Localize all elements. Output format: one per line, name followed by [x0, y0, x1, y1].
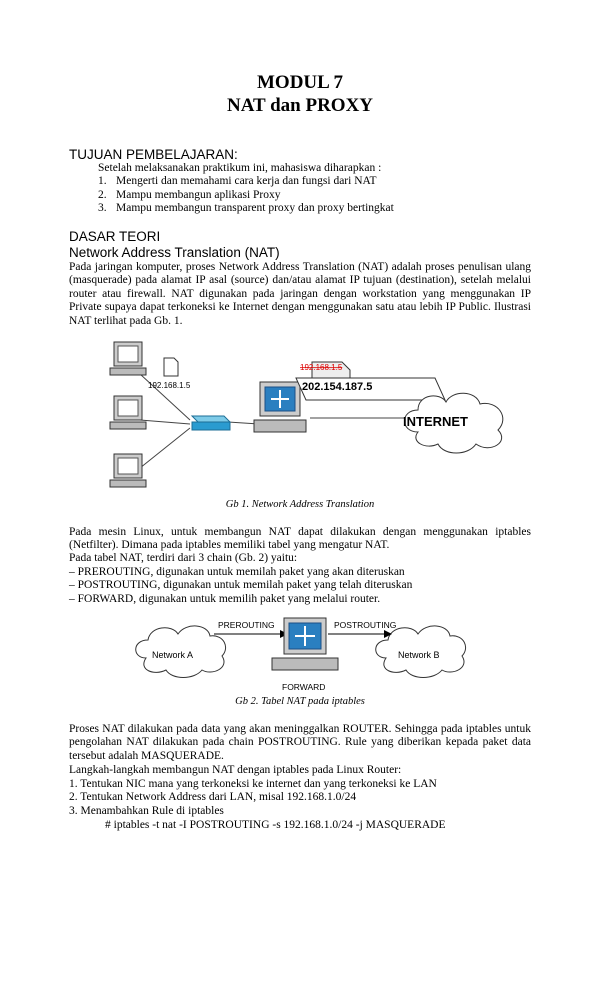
module-subtitle: NAT dan PROXY — [226, 95, 374, 116]
list-item-number: 3. — [98, 202, 107, 214]
router-icon — [271, 617, 339, 671]
iptables-command: # iptables -t nat -I POSTROUTING -s 192.… — [105, 819, 446, 831]
packet-icon — [163, 357, 179, 377]
arrow-postrouting — [328, 630, 392, 638]
list-item: – POSTROUTING, digunakan untuk memilah p… — [69, 579, 413, 591]
list-item: 2. Tentukan Network Address dari LAN, mi… — [69, 791, 357, 803]
packet-header — [295, 361, 446, 401]
list-item: – FORWARD, digunakan untuk memilih paket… — [69, 593, 381, 605]
iptables-diagram: Network A Network B PREROUTING POSTROUTI… — [135, 617, 466, 692]
network-b-cloud — [375, 625, 466, 678]
workstation-1 — [109, 341, 147, 376]
chains-intro: Pada tabel NAT, terdiri dari 3 chain (Gb… — [69, 552, 298, 564]
tujuan-intro: Setelah melaksanakan praktikum ini, maha… — [98, 162, 382, 174]
list-item-number: 1. — [98, 175, 107, 187]
router-icon — [253, 381, 307, 433]
forward-label: FORWARD — [282, 682, 325, 692]
workstation-2 — [109, 395, 147, 430]
prerouting-label: PREROUTING — [218, 620, 275, 630]
arrow-prerouting — [214, 630, 288, 638]
nat-diagram: 192.168.1.5 192.168.1.5 202.154.187.5 IN… — [109, 341, 504, 488]
list-item-number: 2. — [98, 189, 107, 201]
internet-cloud — [404, 392, 504, 454]
steps-intro: Langkah-langkah membangun NAT dengan ipt… — [69, 764, 402, 776]
list-item: 1. Tentukan NIC mana yang terkoneksi ke … — [69, 778, 437, 790]
tujuan-heading: TUJUAN PEMBELAJARAN: — [69, 147, 238, 162]
module-title: MODUL 7 — [256, 72, 344, 93]
list-item: Mengerti dan memahami cara kerja dan fun… — [116, 175, 377, 187]
private-ip-label: 192.168.1.5 — [148, 381, 191, 390]
public-ip-label: 202.154.187.5 — [302, 381, 372, 393]
workstation-3 — [109, 453, 147, 488]
dasar-heading: DASAR TEORI — [69, 229, 161, 244]
fig2-caption: Gb 2. Tabel NAT pada iptables — [235, 696, 365, 707]
nat-subheading: Network Address Translation (NAT) — [69, 245, 280, 260]
list-item: – PREROUTING, digunakan untuk memilah pa… — [69, 566, 405, 578]
fig1-caption: Gb 1. Network Address Translation — [225, 499, 375, 510]
nat-paragraph: Pada jaringan komputer, proses Network A… — [69, 261, 531, 327]
network-a-cloud — [135, 625, 226, 678]
network-a-label: Network A — [152, 650, 193, 660]
switch-icon — [190, 415, 232, 431]
network-b-label: Network B — [398, 650, 440, 660]
list-item: 3. Menambahkan Rule di iptables — [69, 805, 224, 817]
old-ip-label: 192.168.1.5 — [300, 363, 343, 372]
internet-label: INTERNET — [403, 414, 468, 429]
list-item: Mampu membangun transparent proxy dan pr… — [116, 202, 394, 214]
postrouting-label: POSTROUTING — [334, 620, 396, 630]
masquerade-paragraph: Proses NAT dilakukan pada data yang akan… — [69, 723, 531, 762]
iptables-paragraph: Pada mesin Linux, untuk membangun NAT da… — [69, 526, 531, 552]
list-item: Mampu membangun aplikasi Proxy — [116, 189, 281, 201]
